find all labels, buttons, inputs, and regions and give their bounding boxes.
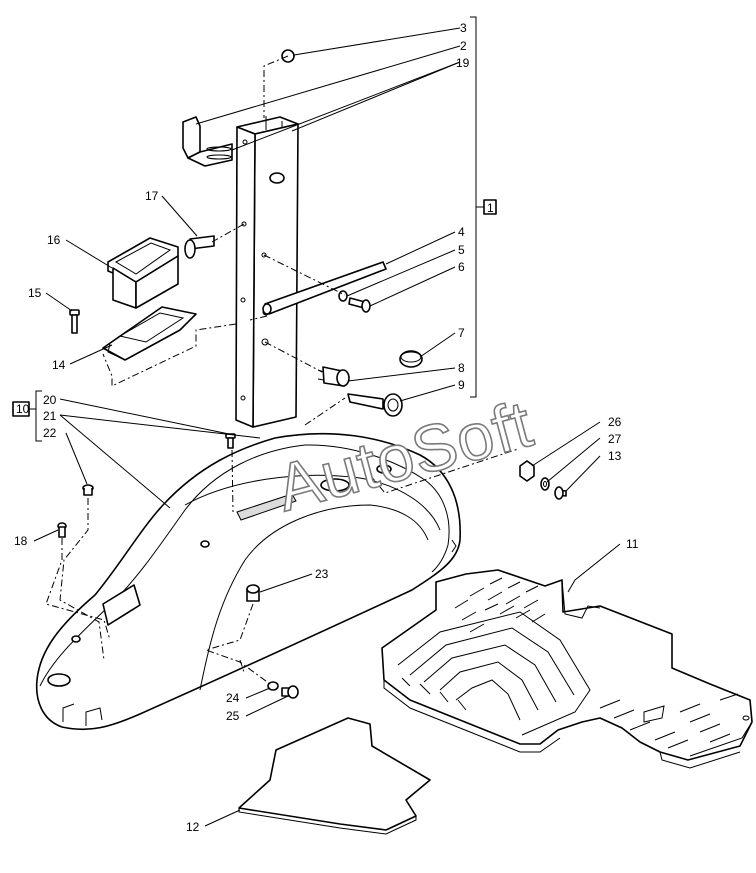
callout-16: 16 bbox=[47, 233, 61, 247]
washer-part-5 bbox=[338, 290, 348, 302]
nut-part-26 bbox=[519, 460, 535, 482]
upright-post bbox=[235, 116, 299, 428]
leader-lines bbox=[33, 27, 621, 827]
callout-8: 8 bbox=[458, 361, 465, 375]
pin-part-6 bbox=[348, 297, 371, 313]
callout-18: 18 bbox=[14, 534, 28, 548]
callout-6: 6 bbox=[458, 260, 465, 274]
rod-part-4 bbox=[262, 261, 387, 315]
callout-7: 7 bbox=[458, 326, 465, 340]
callout-10: 10 bbox=[16, 402, 30, 416]
bracket-group-1 bbox=[470, 16, 497, 398]
callout-2: 2 bbox=[460, 39, 467, 53]
callout-20: 20 bbox=[43, 393, 57, 407]
callout-12: 12 bbox=[186, 820, 200, 834]
key-switch-part-9 bbox=[347, 393, 403, 417]
washer-part-27 bbox=[540, 477, 550, 491]
nut-part-24 bbox=[267, 681, 279, 691]
screw-part-20 bbox=[225, 433, 236, 449]
callout-26: 26 bbox=[608, 415, 622, 429]
callout-9: 9 bbox=[458, 378, 465, 392]
callout-13: 13 bbox=[608, 449, 622, 463]
callout-19: 19 bbox=[456, 56, 470, 70]
callout-14: 14 bbox=[52, 358, 66, 372]
callout-25: 25 bbox=[226, 709, 240, 723]
callout-17: 17 bbox=[145, 189, 159, 203]
bolt-part-17 bbox=[184, 235, 215, 259]
callout-5: 5 bbox=[458, 243, 465, 257]
housing-part-21 bbox=[35, 432, 461, 731]
bolt-part-25 bbox=[281, 685, 299, 699]
callout-22: 22 bbox=[43, 426, 57, 440]
callout-15: 15 bbox=[28, 286, 42, 300]
bolt-part-13 bbox=[554, 486, 567, 500]
plate-part-14 bbox=[102, 306, 197, 361]
bracket-group-10 bbox=[12, 390, 42, 442]
screw-part-15 bbox=[69, 309, 80, 334]
mat-part-12 bbox=[238, 717, 431, 835]
callout-23: 23 bbox=[315, 567, 329, 581]
callout-24: 24 bbox=[226, 691, 240, 705]
bracket-part-19 bbox=[182, 116, 233, 167]
switch-part-8 bbox=[317, 366, 350, 387]
alignment-lines bbox=[45, 55, 519, 685]
grommet-part-22 bbox=[82, 484, 94, 496]
callout-4: 4 bbox=[458, 225, 465, 239]
callout-27: 27 bbox=[608, 432, 622, 446]
callout-1: 1 bbox=[487, 201, 494, 215]
floor-mat-part-11 bbox=[381, 569, 753, 769]
callout-3: 3 bbox=[460, 21, 467, 35]
plug-part-7 bbox=[399, 350, 423, 368]
callout-numbers: 3 2 19 1 4 5 6 7 8 9 26 27 13 11 17 16 1… bbox=[14, 21, 639, 834]
callout-11: 11 bbox=[626, 537, 639, 551]
bushing-part-23 bbox=[246, 584, 260, 602]
tray-part-16 bbox=[107, 237, 179, 309]
callout-21: 21 bbox=[43, 409, 57, 423]
pin-part-18 bbox=[57, 522, 67, 538]
